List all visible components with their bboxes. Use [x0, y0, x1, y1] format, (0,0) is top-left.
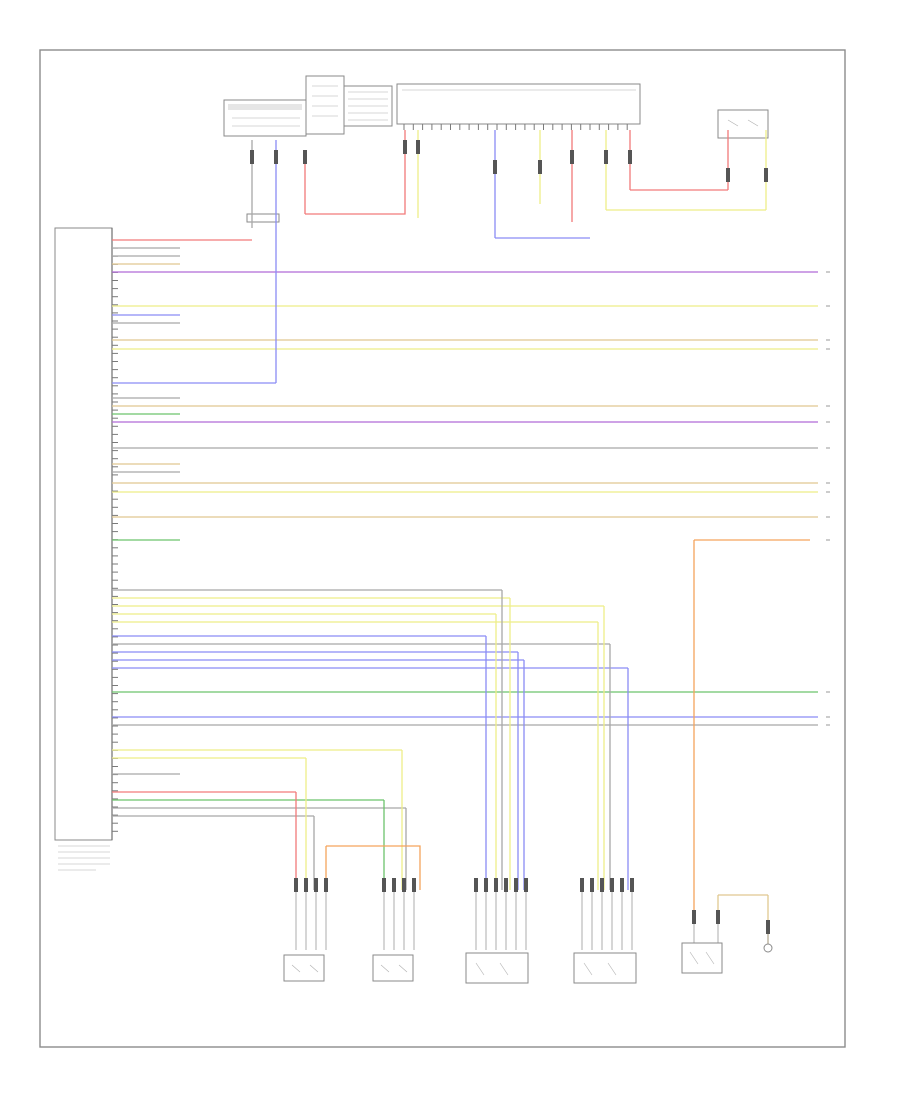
sensor-2 [372, 954, 414, 982]
sensor-4 [573, 952, 637, 984]
fuse-relay-block [305, 75, 345, 135]
central-control-module [396, 83, 641, 130]
sensor-5 [681, 942, 723, 974]
terminal-list-block [343, 85, 393, 127]
splice-connector-top [246, 213, 280, 223]
electronics-box-connector [223, 99, 307, 137]
sensor-3 [465, 952, 529, 984]
sensor-connectors [250, 140, 770, 950]
wire-route-orange-2 [326, 845, 421, 890]
right-top-module [717, 109, 769, 139]
page-continuation-marks [826, 271, 830, 726]
diagram-frame [39, 49, 846, 1048]
ground-point [763, 943, 773, 953]
engine-control-module [54, 227, 118, 871]
sensor-1 [283, 954, 325, 982]
wire-route-red [305, 130, 406, 215]
wire-harness [112, 130, 818, 944]
